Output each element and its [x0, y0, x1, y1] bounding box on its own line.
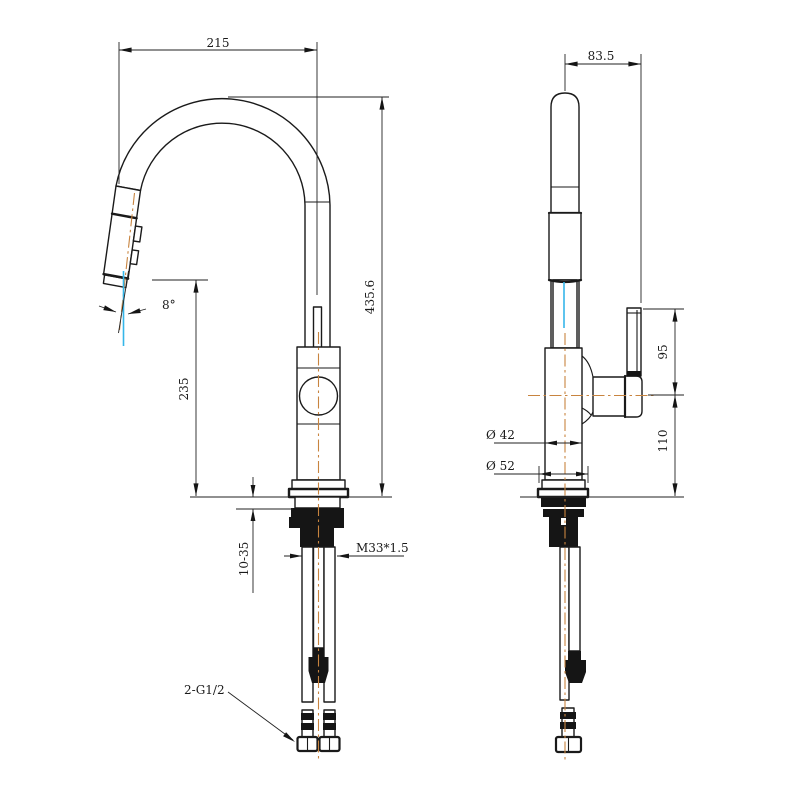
dim-center-to-deck: 110: [656, 395, 678, 496]
handle-hub-cap: [624, 375, 643, 418]
dim-handle-height: 95: [643, 308, 684, 396]
dim-spout-reach: 215: [118, 36, 318, 295]
dim-outlet-height: 235: [152, 279, 208, 496]
dim-body-diameter: Ø 42: [486, 428, 582, 446]
dim-label-base-diameter: Ø 52: [486, 459, 515, 473]
spray-hose-elbow: [565, 651, 586, 683]
supply-hoses-side: [559, 546, 586, 701]
dim-base-diameter: Ø 52: [486, 459, 589, 483]
hose-connector-side: [554, 707, 583, 754]
centerlines: [118, 192, 657, 762]
dim-label-body-diameter: Ø 42: [486, 428, 515, 442]
mounting-hardware-side: [541, 498, 586, 547]
dim-label-outlet-height: 235: [177, 378, 191, 401]
dim-label-inlet-spec: 2-G1/2: [184, 683, 225, 697]
dim-handle-offset: 83.5: [564, 49, 642, 303]
base-flange-side: [536, 487, 590, 499]
dimension-annotations: 215 83.5 435.6 235 8°: [98, 36, 684, 742]
spray-button-2: [129, 249, 140, 266]
dim-label-thread-spec: M33*1.5: [356, 541, 409, 555]
threaded-shank: [300, 517, 334, 547]
dim-label-handle-height: 95: [656, 344, 670, 359]
gooseneck-spout: [115, 97, 331, 350]
dim-overall-height: 435.6: [228, 96, 389, 496]
dim-label-center-to-deck: 110: [656, 430, 670, 453]
handle-hub: [592, 376, 626, 417]
spray-head: [102, 185, 143, 289]
dim-inlet-spec: 2-G1/2: [184, 683, 295, 742]
hose-connectors-front: [296, 709, 341, 753]
handle-horn-top: [581, 355, 594, 378]
dim-thread-spec: M33*1.5: [284, 541, 409, 559]
mounting-hardware-front: [289, 496, 344, 547]
handle-lever-side: [626, 307, 642, 377]
dim-label-overall-height: 435.6: [363, 280, 377, 314]
side-view: [536, 92, 643, 754]
handle-horn-bottom: [581, 411, 594, 425]
spray-head-side: [548, 212, 582, 281]
dim-label-handle-offset: 83.5: [588, 49, 615, 63]
dim-mounting-range: 10-35: [236, 477, 293, 593]
dim-label-spray-angle: 8°: [162, 298, 176, 312]
front-view: [102, 97, 350, 753]
dim-label-mounting-range: 10-35: [237, 542, 251, 577]
water-outlet-lines: [122, 271, 565, 346]
faucet-body-side: [536, 307, 643, 499]
spray-button-1: [132, 225, 143, 243]
dim-label-spout-reach: 215: [207, 36, 230, 50]
dim-spray-angle: 8°: [98, 270, 176, 334]
